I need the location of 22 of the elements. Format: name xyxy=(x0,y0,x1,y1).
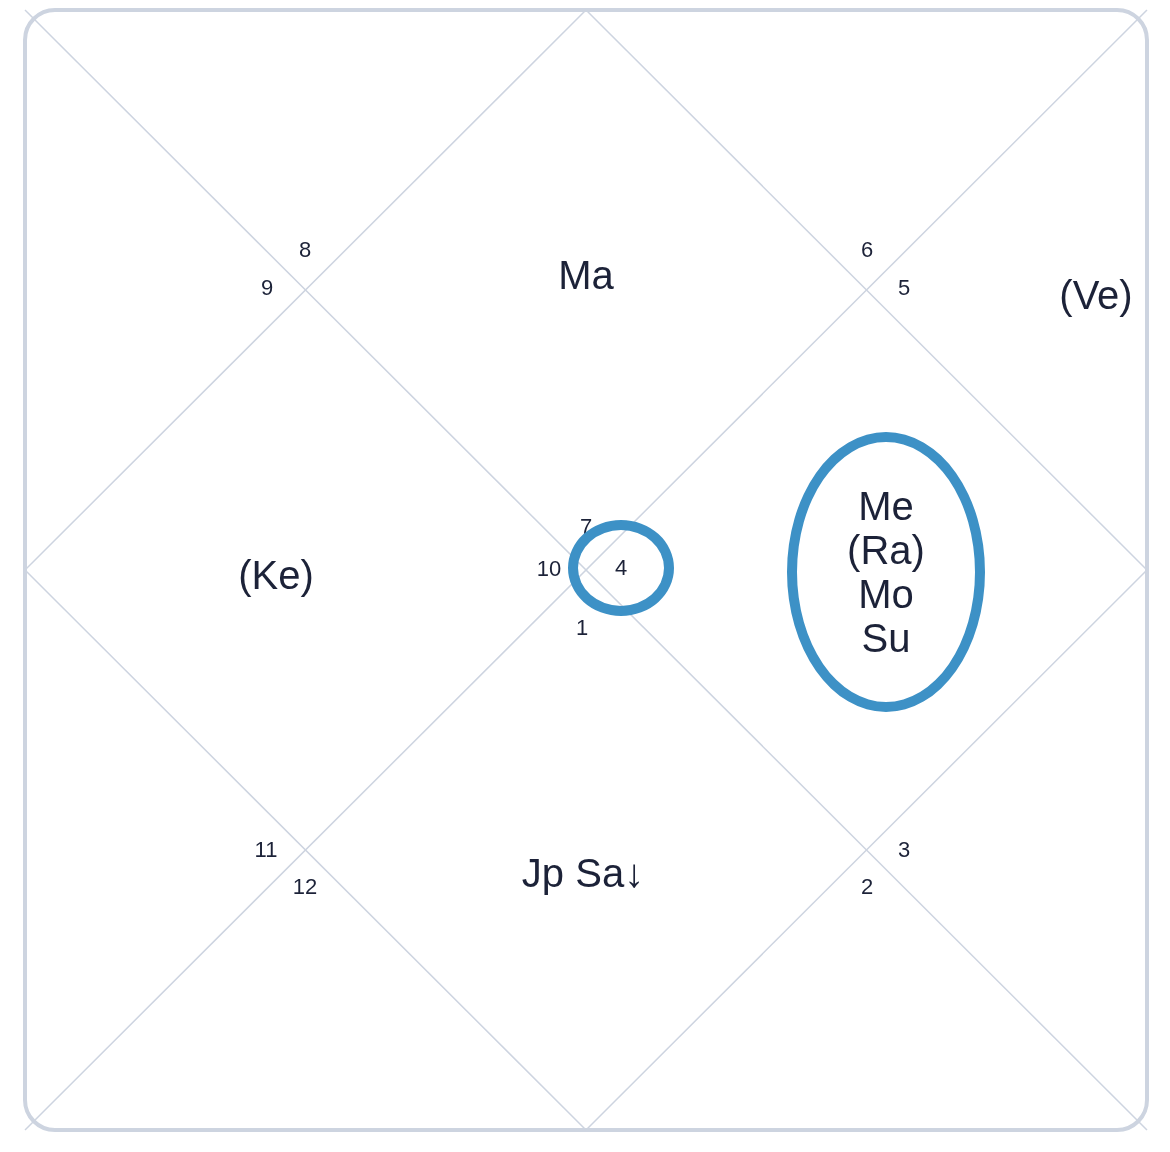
house-number: 2 xyxy=(860,876,874,898)
highlight-ellipse xyxy=(568,520,674,616)
house-number: 3 xyxy=(897,839,911,861)
planet-label: Me xyxy=(858,484,914,528)
planet-label: (Ve) xyxy=(1059,275,1133,315)
house-number: 9 xyxy=(260,277,274,299)
house-number: 7 xyxy=(579,516,593,538)
planet-label: Ma xyxy=(558,255,614,295)
house-number: 1 xyxy=(575,617,589,639)
planet-label: (Ra) xyxy=(847,528,925,572)
house-number: 10 xyxy=(536,558,562,580)
house-number: 4 xyxy=(614,555,628,581)
house-number: 12 xyxy=(292,876,318,898)
planet-label: (Ke) xyxy=(238,555,314,595)
planet-label: Jp Sa↓ xyxy=(521,853,645,893)
house-number: 6 xyxy=(860,239,874,261)
house-number: 5 xyxy=(897,277,911,299)
planet-label: Mo xyxy=(858,572,914,616)
house-number: 11 xyxy=(254,839,278,861)
highlight-ellipse xyxy=(787,432,985,712)
house-number: 8 xyxy=(298,239,312,261)
planet-label: Su xyxy=(861,616,911,660)
